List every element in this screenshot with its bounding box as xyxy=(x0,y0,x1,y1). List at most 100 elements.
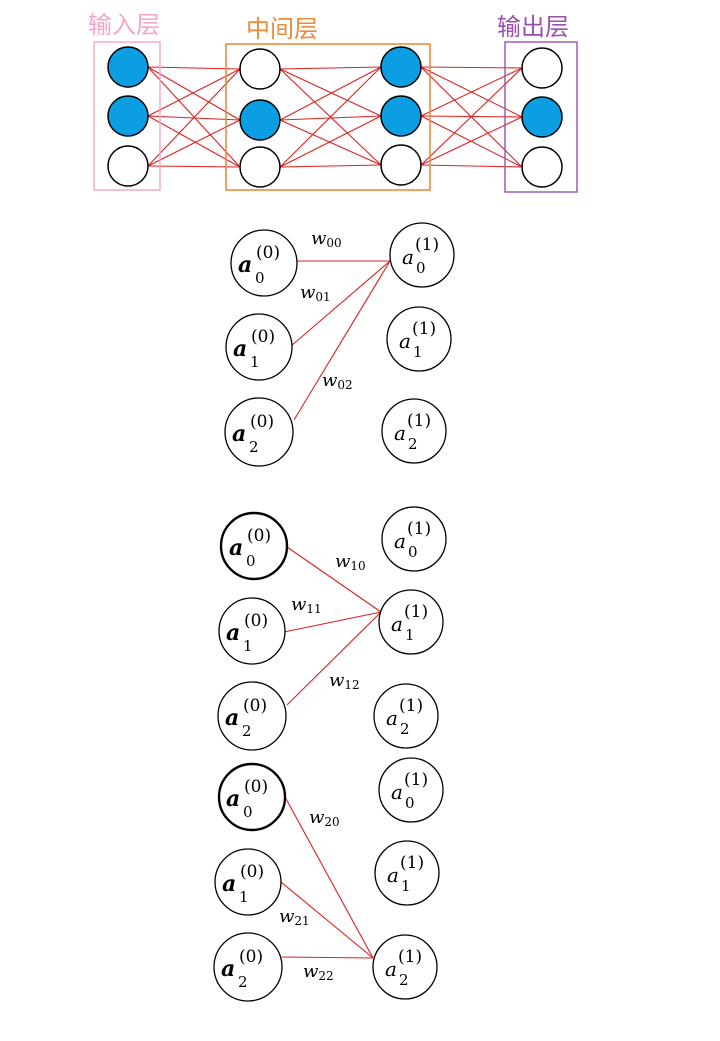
svg-text:a: a xyxy=(385,957,397,981)
svg-text:a: a xyxy=(386,706,398,730)
svg-text:a: a xyxy=(233,336,247,362)
svg-text:2: 2 xyxy=(238,973,248,991)
node-a0-layer0: a 0 (0) xyxy=(230,229,298,297)
edge-input-1-to-hidden1-0 xyxy=(147,68,241,117)
svg-text:a: a xyxy=(391,612,403,636)
svg-text:a: a xyxy=(399,329,411,353)
edge-input-2-to-hidden1-0 xyxy=(147,68,241,167)
weight-label-w12: w12 xyxy=(329,670,360,692)
node-a2-layer1: a 2 (1) xyxy=(381,398,447,464)
node-a1-layer1: a 1 (1) xyxy=(386,306,452,372)
svg-text:1: 1 xyxy=(243,637,253,655)
svg-text:(1): (1) xyxy=(398,947,422,967)
network-edges xyxy=(147,66,523,168)
svg-text:a: a xyxy=(225,705,239,731)
node-a2-layer0: a 2 (0) xyxy=(217,681,287,751)
input-neuron-1 xyxy=(107,95,149,137)
node-a0-layer1: a 0 (1) xyxy=(389,222,455,288)
svg-text:1: 1 xyxy=(405,626,415,644)
input-neuron-2 xyxy=(107,145,149,187)
node-a2-layer1: a 2 (1) xyxy=(373,683,439,749)
node-a0-layer0: a 0 (0) xyxy=(217,762,287,832)
edge-hidden2-1-to-output-0 xyxy=(420,67,523,117)
svg-text:(1): (1) xyxy=(400,853,424,873)
output-neuron-2 xyxy=(521,146,563,188)
input-layer-label: 输入层 xyxy=(88,11,160,39)
svg-text:2: 2 xyxy=(408,435,418,453)
svg-text:a: a xyxy=(394,421,406,445)
svg-text:a: a xyxy=(222,871,236,897)
weights-w1-diagram: a 0 (0) a 1 (0) a 2 (0) a 0 (1) a 1 (1) xyxy=(217,506,447,751)
edge-hidden1-1-to-hidden2-0 xyxy=(279,66,382,121)
weights-w2-diagram: a 0 (0) a 1 (0) a 2 (0) a 0 (1) a 1 (1) xyxy=(213,757,444,1002)
hidden1-neuron-1 xyxy=(239,99,281,141)
hidden1-neuron-0 xyxy=(239,48,281,90)
edge-w22 xyxy=(281,956,374,959)
svg-text:(0): (0) xyxy=(247,526,271,546)
edge-hidden1-0-to-hidden2-0 xyxy=(279,66,382,70)
svg-text:(0): (0) xyxy=(244,611,268,631)
input-neuron-0 xyxy=(107,46,149,88)
svg-text:(1): (1) xyxy=(404,602,428,622)
edge-input-1-to-hidden1-2 xyxy=(147,115,241,168)
node-a2-layer1: a 2 (1) xyxy=(372,934,438,1000)
svg-text:a: a xyxy=(387,863,399,887)
svg-text:(1): (1) xyxy=(407,411,431,431)
hidden1-neuron-2 xyxy=(239,146,281,188)
svg-text:(1): (1) xyxy=(412,319,436,339)
weight-label-w21: w21 xyxy=(279,906,310,928)
svg-text:(0): (0) xyxy=(239,947,263,967)
svg-text:a: a xyxy=(238,252,252,278)
svg-text:0: 0 xyxy=(246,552,256,570)
edge-hidden1-0-to-hidden2-1 xyxy=(279,68,382,117)
svg-text:(0): (0) xyxy=(250,412,274,432)
edge-hidden2-0-to-output-0 xyxy=(420,66,523,69)
weight-label-w22: w22 xyxy=(303,961,334,983)
svg-text:(1): (1) xyxy=(407,519,431,539)
svg-text:0: 0 xyxy=(408,543,418,561)
svg-text:a: a xyxy=(226,786,240,812)
weight-label-w10: w10 xyxy=(335,551,366,573)
hidden2-neuron-1 xyxy=(380,95,422,137)
svg-text:a: a xyxy=(394,529,406,553)
svg-text:1: 1 xyxy=(239,888,249,906)
weights-w0-diagram: a 0 (0) a 1 (0) a 2 (0) a 0 (1) a 1 (1) xyxy=(224,222,455,467)
edge-input-0-to-hidden1-1 xyxy=(147,66,241,121)
svg-text:1: 1 xyxy=(413,343,423,361)
node-a0-layer1: a 0 (1) xyxy=(381,506,447,572)
svg-text:(0): (0) xyxy=(251,327,275,347)
hidden2-neuron-2 xyxy=(380,144,422,186)
svg-text:1: 1 xyxy=(401,877,411,895)
hidden-layer-box xyxy=(225,43,431,191)
edge-hidden1-1-to-hidden2-2 xyxy=(279,119,382,166)
svg-text:(1): (1) xyxy=(415,235,439,255)
svg-text:2: 2 xyxy=(399,971,409,989)
svg-text:a: a xyxy=(402,245,414,269)
weight-label-w00: w00 xyxy=(311,228,342,250)
node-a0-layer0: a 0 (0) xyxy=(219,511,289,581)
svg-text:0: 0 xyxy=(416,259,426,277)
node-a0-layer1: a 0 (1) xyxy=(378,757,444,823)
input-layer-box xyxy=(93,41,161,191)
node-a2-layer0: a 2 (0) xyxy=(213,932,283,1002)
output-layer-box xyxy=(504,41,578,193)
network-nodes xyxy=(107,46,563,188)
edge-w20 xyxy=(284,796,374,959)
edge-w10 xyxy=(286,546,382,613)
edge-hidden1-2-to-hidden2-1 xyxy=(279,115,382,168)
svg-text:0: 0 xyxy=(255,269,265,287)
edge-input-0-to-hidden1-0 xyxy=(147,66,241,70)
edge-input-2-to-hidden1-1 xyxy=(147,119,241,167)
weight-label-w02: w02 xyxy=(322,370,353,392)
svg-text:(0): (0) xyxy=(256,243,280,263)
svg-text:(1): (1) xyxy=(404,770,428,790)
node-a1-layer1: a 1 (1) xyxy=(374,840,440,906)
svg-text:2: 2 xyxy=(400,720,410,738)
node-a1-layer0: a 1 (0) xyxy=(218,597,286,665)
svg-text:a: a xyxy=(226,620,240,646)
svg-text:(1): (1) xyxy=(399,696,423,716)
edge-w11 xyxy=(283,611,382,633)
hidden2-neuron-0 xyxy=(380,46,422,88)
node-a1-layer0: a 1 (0) xyxy=(225,313,293,381)
